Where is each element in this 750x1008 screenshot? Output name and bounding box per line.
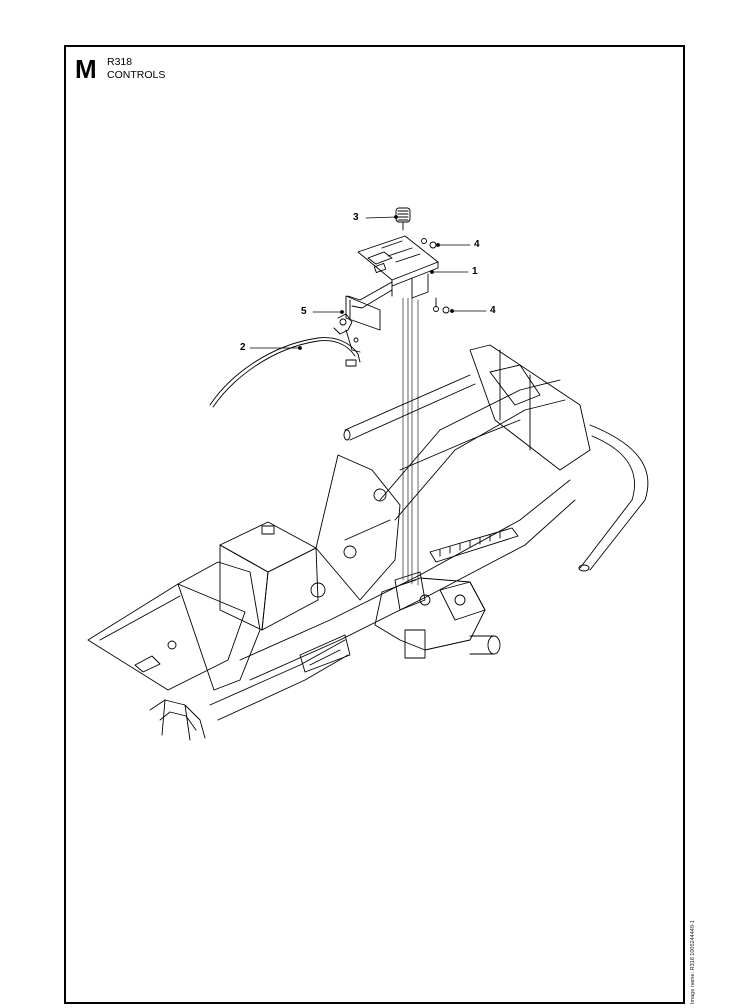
image-name-caption: Image name: R318 1005244449-1 [690,920,696,1004]
lever-part-5 [333,281,393,353]
callout-5: 5 [301,306,307,317]
model-name: R318 [107,56,133,68]
assembly-guide-lines [402,297,419,586]
chassis-frame [87,344,649,741]
page-frame [64,45,685,1004]
callout-1: 1 [472,266,478,277]
knob-part-3 [395,207,411,231]
section-title: CONTROLS [107,69,166,81]
screw-part-4-bottom [433,297,450,314]
callout-leaders [249,215,487,350]
cable-part-2 [209,337,361,408]
callout-4-bottom: 4 [490,305,496,316]
control-bracket-part-1 [357,235,439,299]
callout-4-top: 4 [474,239,480,250]
section-letter: M [75,54,97,84]
screw-part-4-top [421,238,437,249]
callout-3: 3 [353,212,359,223]
callout-2: 2 [240,342,246,353]
